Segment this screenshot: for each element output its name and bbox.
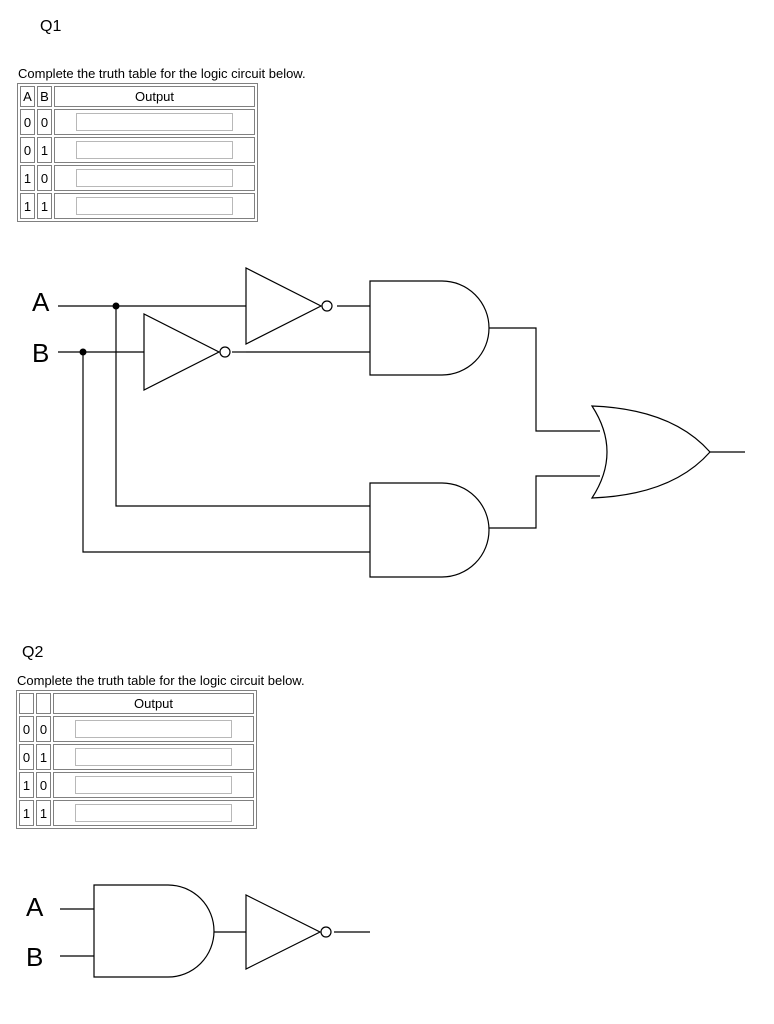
table-header-row: A B Output (20, 86, 255, 107)
cell-b: 1 (37, 193, 52, 219)
cell-a: 0 (19, 744, 34, 770)
q2-logic-circuit-diagram: A B (26, 884, 370, 978)
header-a (19, 693, 34, 714)
output-cell (53, 772, 254, 798)
output-cell (53, 716, 254, 742)
q2-wires (60, 908, 370, 957)
table-row: 1 1 (19, 800, 254, 826)
cell-b: 1 (37, 137, 52, 163)
output-input[interactable] (76, 169, 233, 187)
output-input[interactable] (75, 748, 232, 766)
output-cell (54, 109, 255, 135)
header-b (36, 693, 51, 714)
output-input[interactable] (75, 804, 232, 822)
q1-title: Q1 (40, 18, 62, 35)
q1-wires (58, 305, 745, 553)
input-b-label: B (26, 942, 43, 972)
cell-a: 0 (20, 109, 35, 135)
output-cell (54, 193, 255, 219)
table-header-row: Output (19, 693, 254, 714)
table-row: 1 0 (20, 165, 255, 191)
cell-a: 1 (19, 772, 34, 798)
table-row: 1 0 (19, 772, 254, 798)
cell-a: 1 (20, 193, 35, 219)
cell-b: 0 (36, 716, 51, 742)
cell-a: 1 (19, 800, 34, 826)
input-a-label: A (26, 892, 44, 922)
header-a: A (20, 86, 35, 107)
q1-truth-table: A B Output 0 0 0 1 1 0 1 1 (17, 83, 258, 222)
cell-b: 1 (36, 744, 51, 770)
cell-a: 0 (19, 716, 34, 742)
output-cell (53, 744, 254, 770)
output-cell (53, 800, 254, 826)
cell-a: 1 (20, 165, 35, 191)
cell-b: 0 (36, 772, 51, 798)
junction-dot (79, 348, 87, 356)
and-gate-top (369, 280, 490, 376)
cell-b: 1 (36, 800, 51, 826)
junction-dot (112, 302, 120, 310)
output-cell (54, 137, 255, 163)
table-row: 0 0 (20, 109, 255, 135)
q1-instruction: Complete the truth table for the logic c… (18, 66, 306, 81)
or-gate (590, 405, 711, 499)
output-input[interactable] (75, 776, 232, 794)
cell-b: 0 (37, 165, 52, 191)
table-row: 0 1 (19, 744, 254, 770)
input-a-label: A (32, 287, 50, 317)
cell-a: 0 (20, 137, 35, 163)
header-b: B (37, 86, 52, 107)
table-row: 0 0 (19, 716, 254, 742)
table-row: 1 1 (20, 193, 255, 219)
not-gate-b (143, 313, 231, 391)
not-gate-a (245, 267, 333, 345)
output-input[interactable] (76, 141, 233, 159)
output-input[interactable] (76, 197, 233, 215)
q2-instruction: Complete the truth table for the logic c… (17, 673, 305, 688)
output-input[interactable] (75, 720, 232, 738)
header-output: Output (54, 86, 255, 107)
not-gate (245, 894, 332, 970)
input-b-label: B (32, 338, 49, 368)
output-input[interactable] (76, 113, 233, 131)
table-row: 0 1 (20, 137, 255, 163)
cell-b: 0 (37, 109, 52, 135)
q1-logic-circuit-diagram: A B (32, 267, 745, 578)
and-gate-bottom (369, 482, 490, 578)
q2-title: Q2 (22, 644, 44, 661)
and-gate (93, 884, 215, 978)
output-cell (54, 165, 255, 191)
q2-truth-table: Output 0 0 0 1 1 0 1 1 (16, 690, 257, 829)
header-output: Output (53, 693, 254, 714)
